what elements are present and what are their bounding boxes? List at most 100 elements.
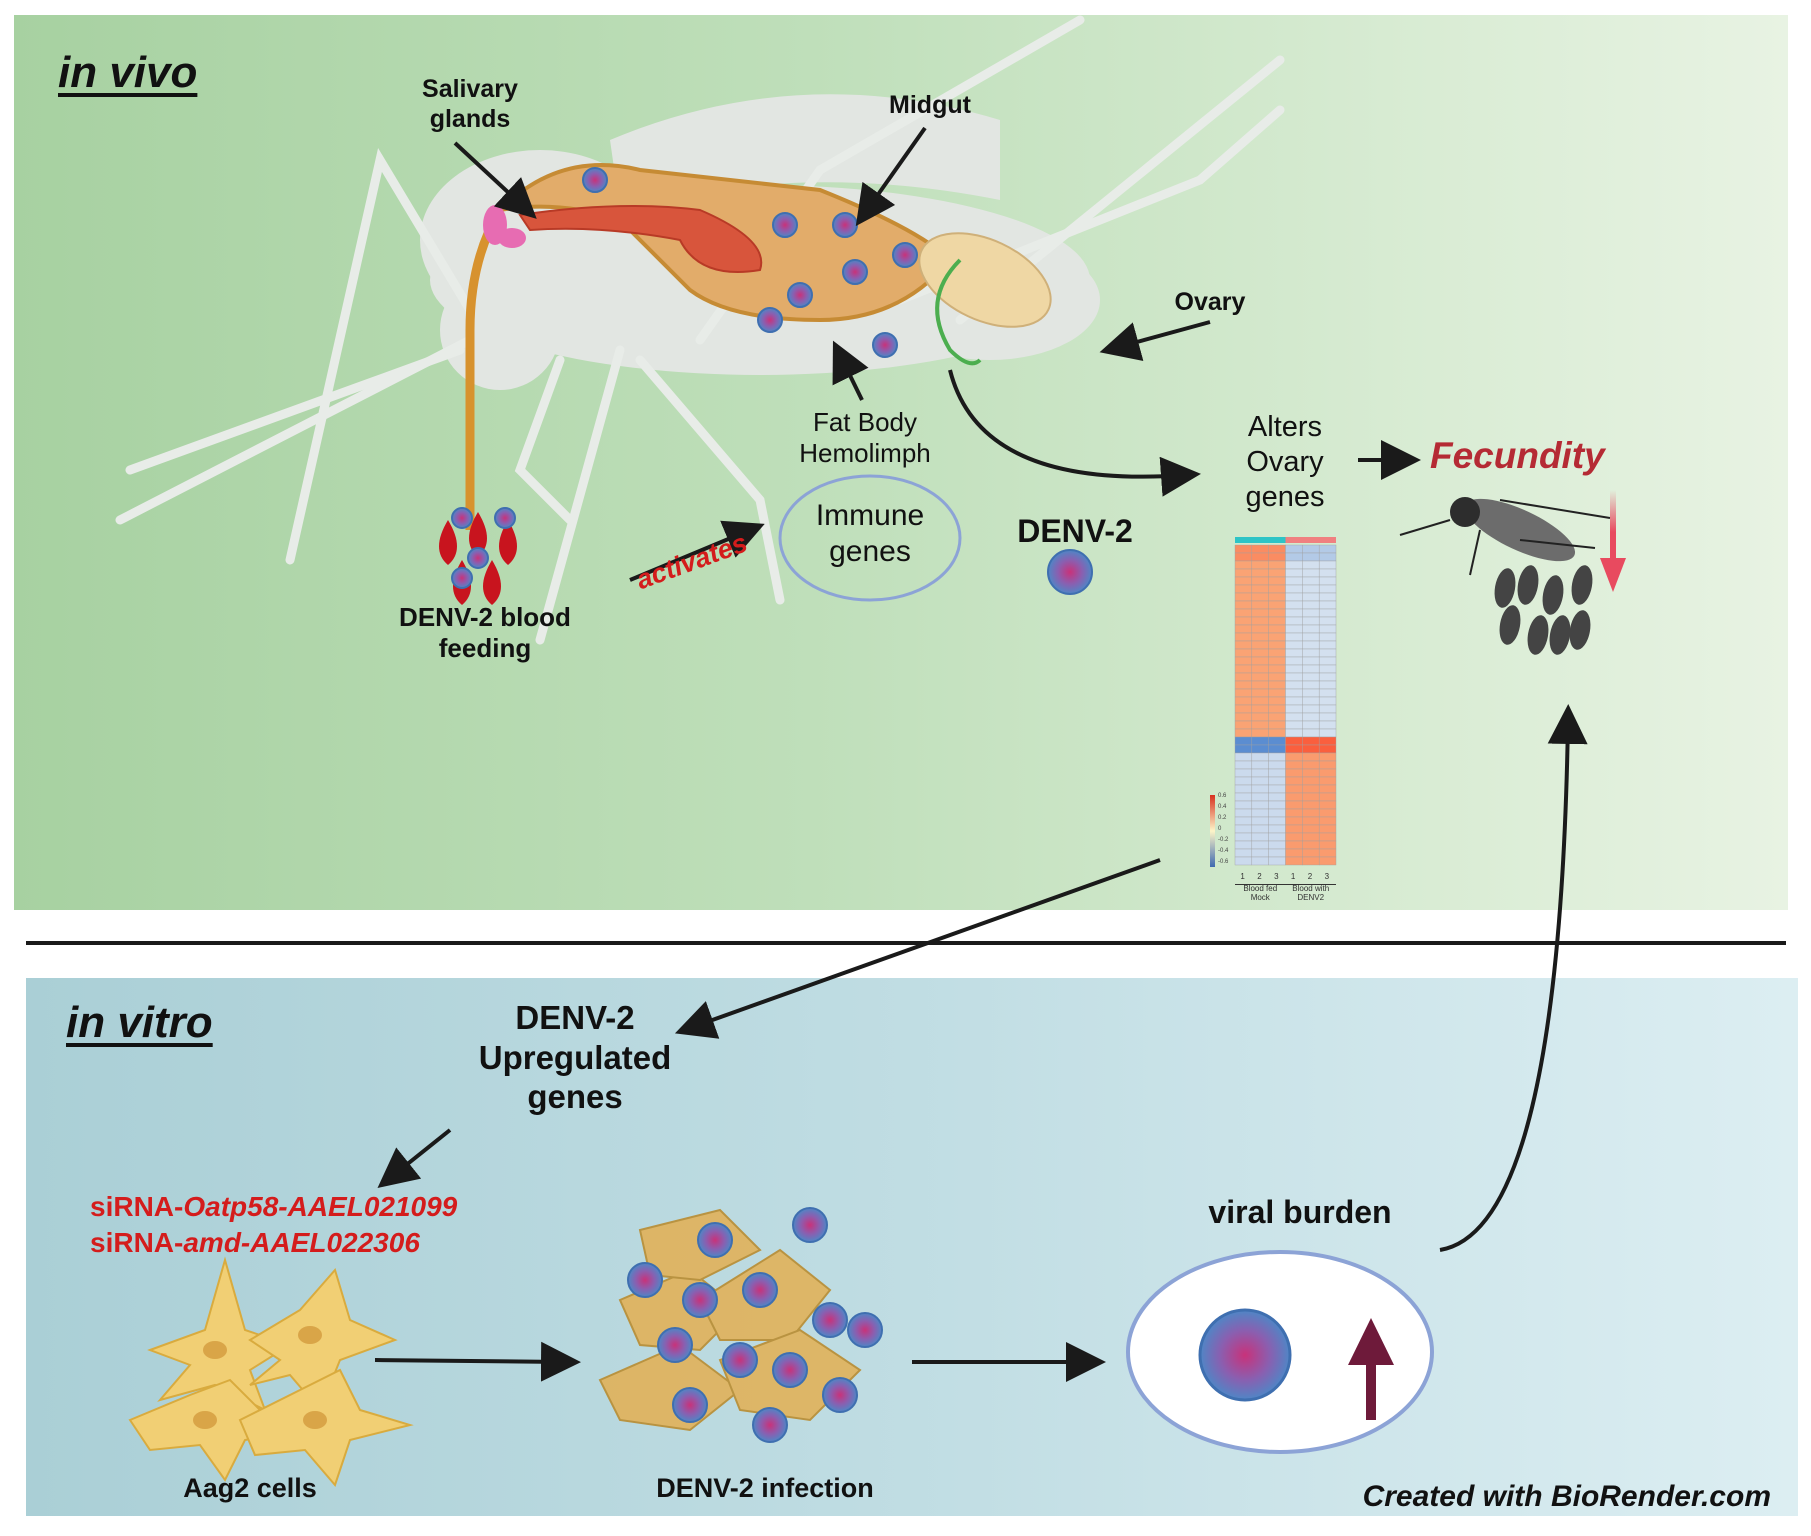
viral-burden-label: viral burden: [1208, 1194, 1392, 1230]
ovary-label: Ovary: [1174, 288, 1246, 316]
heatmap-cell: [1318, 720, 1337, 730]
heatmap-cell: [1302, 736, 1320, 746]
heatmap-cell: [1285, 560, 1303, 570]
heatmap-cell: [1234, 712, 1253, 722]
heatmap-cell: [1251, 600, 1269, 610]
heatmap-cell: [1251, 840, 1269, 850]
heatmap-cell: [1302, 744, 1320, 754]
heatmap-cell: [1318, 672, 1337, 682]
heatmap-cell: [1268, 784, 1286, 794]
heatmap-replicate-label: 3: [1324, 872, 1330, 881]
heatmap-cell: [1318, 656, 1337, 666]
heatmap-cell: [1285, 744, 1303, 754]
heatmap-cell: [1268, 552, 1286, 562]
heatmap-cell: [1285, 592, 1303, 602]
heatmap-cell: [1268, 592, 1286, 602]
heatmap-cell: [1285, 784, 1303, 794]
heatmap-cell: [1318, 616, 1337, 626]
heatmap-cell: [1302, 584, 1320, 594]
in-vitro-title: in vitro: [66, 998, 213, 1047]
arrow-activates: [629, 520, 765, 582]
down-arrow-icon: [1600, 490, 1626, 592]
fecundity-mosquito-icon: [1399, 497, 1611, 576]
heatmap-cell: [1234, 584, 1253, 594]
heatmap-cell: [1302, 848, 1320, 858]
heatmap-cell: [1318, 824, 1337, 834]
heatmap-cell: [1318, 752, 1337, 762]
heatmap-cell: [1285, 792, 1303, 802]
heatmap-cell: [1234, 784, 1253, 794]
upregulated-line-2: Upregulated: [478, 1038, 672, 1076]
heatmap-cell: [1234, 792, 1253, 802]
heatmap-cell: [1268, 584, 1286, 594]
heatmap-cell: [1302, 712, 1320, 722]
heatmap-cell: [1285, 568, 1303, 578]
heatmap-cell: [1268, 752, 1286, 762]
heatmap-cell: [1285, 680, 1303, 690]
heatmap-cell: [1302, 688, 1320, 698]
heatmap-cell: [1234, 600, 1253, 610]
heatmap-cell: [1268, 736, 1286, 746]
heatmap-cell: [1285, 648, 1303, 658]
heatmap-cell: [1302, 560, 1320, 570]
heatmap-cell: [1234, 800, 1253, 810]
heatmap-cell: [1302, 784, 1320, 794]
heatmap-cell: [1302, 760, 1320, 770]
viral-burden-virus-icon: [1198, 1308, 1292, 1402]
heatmap-cell: [1285, 816, 1303, 826]
heatmap-cell: [1318, 728, 1337, 738]
heatmap-cell: [1251, 712, 1269, 722]
heatmap-cell: [1234, 688, 1253, 698]
heatmap-cell: [1318, 592, 1337, 602]
heatmap-cell: [1268, 720, 1286, 730]
heatmap-cell: [1302, 728, 1320, 738]
heatmap-cell: [1251, 768, 1269, 778]
heatmap-cell: [1302, 616, 1320, 626]
heatmap-cell: [1251, 744, 1269, 754]
heatmap-cell: [1318, 696, 1337, 706]
eggs-icon: [1494, 565, 1593, 655]
in-vivo-title: in vivo: [58, 48, 198, 97]
heatmap-cell: [1234, 544, 1253, 554]
heatmap-cell: [1268, 544, 1286, 554]
arrow-ovary-genes: [948, 369, 1201, 497]
heatmap-cell: [1268, 792, 1286, 802]
heatmap-cell: [1318, 608, 1337, 618]
upregulated-genes-label: DENV-2 Upregulated genes: [460, 998, 690, 1117]
alters-line-2: Ovary: [1246, 445, 1324, 478]
heatmap-cell: [1234, 736, 1253, 746]
heatmap-cell: [1302, 856, 1320, 866]
heatmap-cell: [1285, 840, 1303, 850]
heatmap-cell: [1318, 624, 1337, 634]
fat-body-line-2: Hemolimph: [799, 438, 931, 469]
heatmap-cell: [1285, 544, 1303, 554]
heatmap-cell: [1268, 848, 1286, 858]
heatmap-cell: [1268, 832, 1286, 842]
fecundity-label: Fecundity: [1430, 435, 1605, 476]
heatmap-replicate-label: 2: [1257, 872, 1262, 881]
heatmap-scale-tick: 0.2: [1218, 815, 1227, 821]
section-divider: [26, 941, 1786, 945]
heatmap-cell: [1285, 736, 1303, 746]
heatmap-cell: [1318, 712, 1337, 722]
heatmap-cell: [1318, 736, 1337, 746]
heatmap-cell: [1302, 776, 1320, 786]
arrow-fatbody: [832, 340, 869, 401]
heatmap-cell: [1251, 760, 1269, 770]
heatmap-cell: [1251, 824, 1269, 834]
heatmap-cell: [1285, 720, 1303, 730]
heatmap-cell: [1251, 624, 1269, 634]
heatmap: [1210, 537, 1337, 867]
heatmap-cell: [1234, 616, 1253, 626]
heatmap-cell: [1302, 792, 1320, 802]
arrow-viral-to-fecundity: [1439, 704, 1588, 1252]
heatmap-cell: [1251, 704, 1269, 714]
heatmap-group-line: Blood fed: [1243, 884, 1278, 893]
blood-feeding-line-2: feeding: [438, 633, 532, 664]
heatmap-cell: [1234, 752, 1253, 762]
heatmap-cell: [1234, 552, 1253, 562]
fat-body-line-1: Fat Body: [812, 407, 918, 437]
heatmap-cell: [1285, 664, 1303, 674]
heatmap-cell: [1234, 768, 1253, 778]
heatmap-cell: [1318, 584, 1337, 594]
